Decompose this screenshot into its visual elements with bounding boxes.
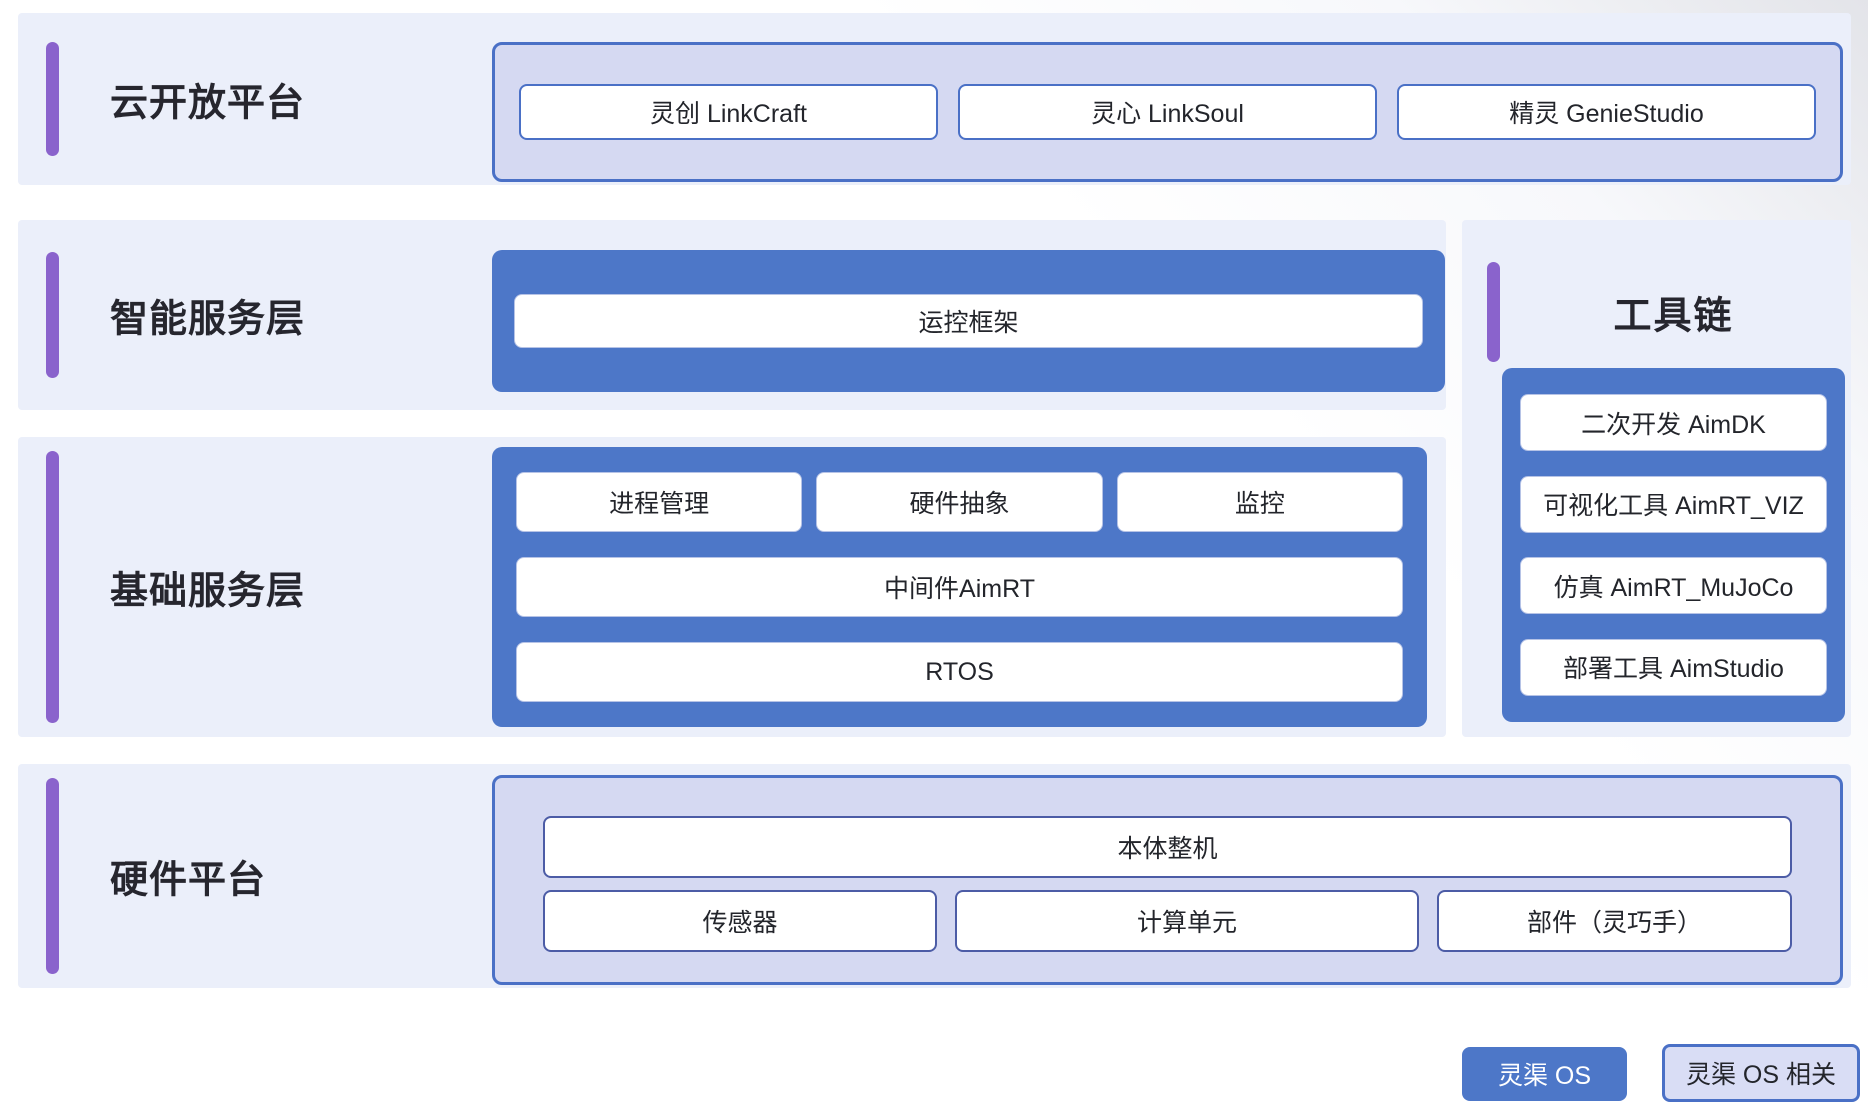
purple-accent-bar [46, 451, 59, 723]
purple-accent-bar [46, 252, 59, 378]
box-motion-control-framework: 运控框架 [514, 294, 1423, 348]
box-geniestudio: 精灵 GenieStudio [1397, 84, 1816, 140]
section-toolchain: 工具链 二次开发 AimDK 可视化工具 AimRT_VIZ 仿真 AimRT_… [1462, 220, 1851, 737]
purple-accent-bar [46, 778, 59, 974]
box-middleware-aimrt: 中间件AimRT [516, 557, 1403, 617]
legend-lingqu-os-chip: 灵渠 OS [1462, 1047, 1627, 1101]
section-label-base: 基础服务层 [110, 570, 306, 613]
base-services-container: 进程管理 硬件抽象 监控 中间件AimRT RTOS [492, 447, 1427, 727]
box-compute-unit: 计算单元 [954, 890, 1420, 952]
cloud-apps-container: 灵创 LinkCraft 灵心 LinkSoul 精灵 GenieStudio [492, 42, 1843, 182]
box-aimdk: 二次开发 AimDK [1520, 394, 1827, 451]
section-label-intelligent: 智能服务层 [110, 298, 306, 341]
section-label-toolchain: 工具链 [1613, 295, 1734, 338]
box-rtos: RTOS [516, 642, 1403, 702]
section-hardware-platform: 硬件平台 本体整机 传感器 计算单元 部件（灵巧手） [18, 764, 1851, 988]
box-linkcraft: 灵创 LinkCraft [519, 84, 938, 140]
box-sensors: 传感器 [543, 890, 937, 952]
section-intelligent-service-layer: 智能服务层 运控框架 [18, 220, 1446, 410]
box-process-management: 进程管理 [516, 472, 803, 532]
base-services-row: 进程管理 硬件抽象 监控 [516, 472, 1403, 532]
purple-accent-bar [46, 42, 59, 156]
section-base-service-layer: 基础服务层 进程管理 硬件抽象 监控 中间件AimRT RTOS [18, 437, 1446, 737]
section-label-hardware: 硬件平台 [110, 859, 267, 902]
box-hardware-abstraction: 硬件抽象 [816, 472, 1103, 532]
section-label-cloud: 云开放平台 [110, 82, 306, 125]
box-monitoring: 监控 [1116, 472, 1403, 532]
box-aimrt-mujoco: 仿真 AimRT_MuJoCo [1520, 557, 1827, 615]
box-linksoul: 灵心 LinkSoul [958, 84, 1377, 140]
box-aimrt-viz: 可视化工具 AimRT_VIZ [1520, 475, 1827, 533]
box-parts-dexterous-hand: 部件（灵巧手） [1437, 890, 1792, 952]
box-aimstudio: 部署工具 AimStudio [1520, 638, 1827, 696]
hardware-container: 本体整机 传感器 计算单元 部件（灵巧手） [492, 775, 1843, 985]
intelligent-services-container: 运控框架 [492, 250, 1445, 392]
legend-lingqu-os-related-chip: 灵渠 OS 相关 [1662, 1044, 1860, 1102]
box-robot-body: 本体整机 [543, 816, 1792, 878]
section-cloud-platform: 云开放平台 灵创 LinkCraft 灵心 LinkSoul 精灵 GenieS… [18, 13, 1851, 185]
toolchain-container: 二次开发 AimDK 可视化工具 AimRT_VIZ 仿真 AimRT_MuJo… [1502, 368, 1845, 722]
purple-accent-bar [1487, 262, 1500, 362]
hardware-components-row: 传感器 计算单元 部件（灵巧手） [543, 890, 1792, 952]
